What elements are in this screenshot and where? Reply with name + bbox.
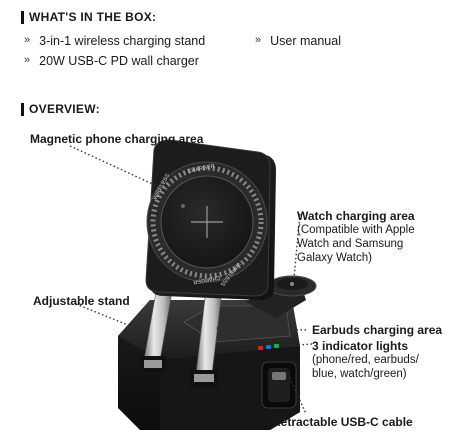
ring-text: CHARGER — [193, 274, 221, 285]
callout-leader-lines — [69, 145, 313, 415]
section-bar — [21, 102, 24, 116]
watch-compat-line: Galaxy Watch) — [297, 252, 372, 264]
box-item-manual: » User manual — [255, 34, 341, 48]
bullet-icon: » — [24, 54, 31, 66]
box-item-label: 3-in-1 wireless charging stand — [39, 34, 206, 48]
blue-indicator-led — [266, 345, 271, 349]
box-item-label: User manual — [270, 34, 341, 48]
watch-compat-line: Watch and Samsung — [297, 238, 404, 250]
label-retractable-usb-cable: Retractable USB-C cable — [272, 415, 413, 429]
label-watch-charging-area: Watch charging area (Compatible with App… — [297, 209, 415, 265]
box-title-text: WHAT'S IN THE BOX: — [29, 10, 157, 24]
green-indicator-led — [274, 344, 279, 348]
ring-text: CHARGER — [187, 163, 215, 175]
watch-area-title: Watch charging area — [297, 209, 415, 223]
box-item-label: 20W USB-C PD wall charger — [39, 54, 199, 68]
label-indicator-lights: 3 indicator lights (phone/red, earbuds/ … — [312, 339, 419, 381]
box-item-charger: » 20W USB-C PD wall charger — [24, 54, 199, 68]
adjustable-stand-legs — [140, 289, 223, 388]
phone-charging-pad: CHARGER WIRELESS WIRELESS CHARGER — [145, 139, 276, 300]
indicator-lights-title: 3 indicator lights — [312, 339, 409, 353]
label-earbuds-charging-area: Earbuds charging area — [312, 323, 443, 337]
label-adjustable-stand: Adjustable stand — [33, 294, 130, 308]
section-bar — [21, 10, 24, 24]
box-section-title: WHAT'S IN THE BOX: — [21, 10, 156, 24]
indicator-detail-line: blue, watch/green) — [312, 368, 407, 380]
watch-compat-line: (Compatible with Apple — [297, 224, 415, 236]
red-indicator-led — [258, 346, 263, 350]
label-phone-charging-area: Magnetic phone charging area — [30, 132, 204, 146]
overview-section-title: OVERVIEW: — [21, 102, 100, 116]
overview-title-text: OVERVIEW: — [29, 102, 100, 116]
bullet-icon: » — [255, 34, 262, 46]
box-item-stand: » 3-in-1 wireless charging stand — [24, 34, 205, 48]
indicator-detail-line: (phone/red, earbuds/ — [312, 354, 419, 366]
bullet-icon: » — [24, 34, 31, 46]
